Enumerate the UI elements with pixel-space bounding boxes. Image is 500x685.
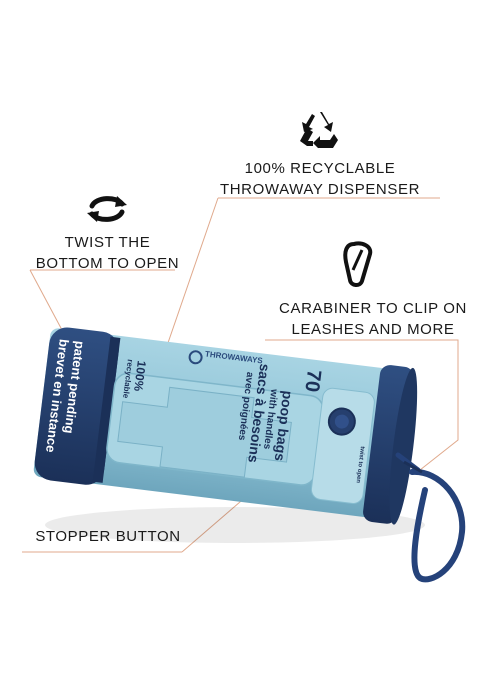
recyclable-pct: 100% bbox=[131, 360, 149, 392]
left-cap-rim bbox=[92, 336, 121, 483]
callout-twist: TWIST THE BOTTOM TO OPEN bbox=[20, 232, 195, 274]
callout-recyclable-line-2: THROWAWAY DISPENSER bbox=[219, 181, 421, 198]
dispenser-tube bbox=[33, 327, 418, 525]
right-cap-face bbox=[389, 367, 418, 525]
callout-stopper: STOPPER BUTTON bbox=[28, 526, 188, 547]
callout-carabiner-line-2: LEASHES AND MORE bbox=[291, 321, 455, 338]
rotate-arrows-icon bbox=[87, 196, 127, 222]
stopper-panel bbox=[310, 387, 375, 504]
carabiner-gate bbox=[403, 460, 423, 474]
callout-recyclable-line-1: 100% RECYCLABLE bbox=[244, 160, 396, 177]
callout-stopper-line-1: STOPPER BUTTON bbox=[35, 528, 181, 545]
callout-recyclable: 100% RECYCLABLE THROWAWAY DISPENSER bbox=[190, 158, 450, 200]
leader-carabiner bbox=[265, 339, 459, 471]
twist-note: twist to open bbox=[354, 446, 365, 484]
brand-logo bbox=[188, 350, 203, 365]
callout-carabiner-line-1: CARABINER TO CLIP ON bbox=[279, 300, 467, 317]
callout-twist-line-2: BOTTOM TO OPEN bbox=[35, 255, 180, 272]
brand-name: THROWAWAYS bbox=[205, 349, 264, 365]
drop-shadow bbox=[45, 507, 425, 543]
callout-twist-line-1: TWIST THE bbox=[64, 234, 151, 251]
window-cutout bbox=[117, 386, 292, 478]
callout-carabiner: CARABINER TO CLIP ON LEASHES AND MORE bbox=[262, 298, 484, 340]
carabiner-loop bbox=[409, 468, 466, 583]
recyclable-word: recyclable bbox=[121, 359, 135, 399]
carabiner-icon bbox=[343, 241, 373, 287]
recycle-icon bbox=[300, 112, 338, 150]
bag-count: 70 bbox=[300, 368, 325, 393]
stopper-button-center bbox=[334, 414, 349, 429]
